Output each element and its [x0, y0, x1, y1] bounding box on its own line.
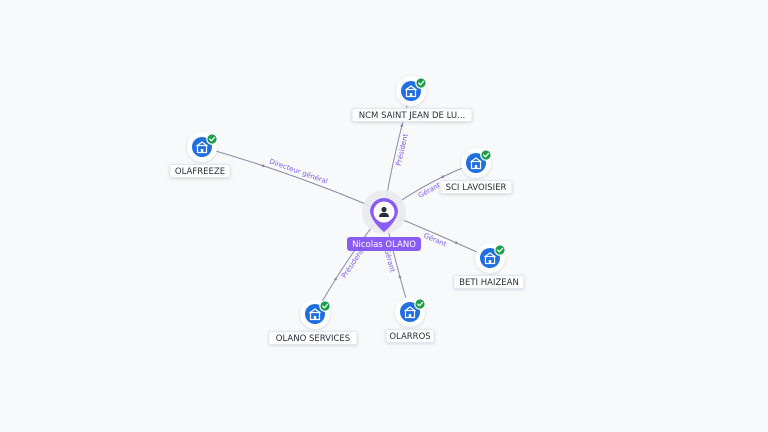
company-node-beti[interactable]: BETI HAIZEAN: [453, 243, 525, 289]
edge-marker: [454, 241, 458, 245]
edge-label: Directeur général: [268, 157, 329, 185]
edge-marker: [398, 275, 402, 279]
building-icon: [196, 141, 208, 154]
company-label-box: [169, 164, 231, 178]
edge-marker: [400, 124, 404, 128]
person-icon: [379, 206, 389, 217]
company-label-box: [351, 108, 473, 122]
company-name: BETI HAIZEAN: [459, 278, 519, 288]
edge-marker: [261, 164, 265, 168]
edge-line: [201, 146, 385, 213]
verified-check-icon: [319, 300, 331, 312]
verified-check-icon: [480, 149, 492, 161]
person-name: Nicolas OLANO: [352, 240, 416, 250]
verified-check-icon: [415, 77, 427, 89]
nodes-layer: NCM SAINT JEAN DE LU... OLAFREEZE SCI LAVO…: [169, 76, 525, 345]
company-label-box: [385, 329, 435, 343]
company-name: NCM SAINT JEAN DE LU...: [359, 111, 465, 121]
edge-label: Président: [395, 133, 410, 167]
company-label-box: [453, 275, 525, 289]
building-icon: [470, 157, 482, 170]
verified-check-icon: [494, 244, 506, 256]
person-node[interactable]: Nicolas OLANO: [347, 190, 421, 251]
verified-check-icon: [206, 133, 218, 145]
edge-marker: [441, 175, 445, 179]
company-node-olarros[interactable]: OLARROS: [385, 297, 435, 343]
edge-label: Gérant: [383, 248, 397, 274]
edge-olafreeze: Directeur général: [201, 146, 385, 213]
company-name: OLAFREEZE: [175, 167, 225, 177]
company-name: OLANO SERVICES: [276, 334, 350, 344]
company-label-box: [268, 331, 358, 345]
company-node-sci[interactable]: SCI LAVOISIER: [439, 148, 513, 194]
person-label-box: [347, 237, 421, 251]
company-node-olano[interactable]: OLANO SERVICES: [268, 299, 358, 345]
edge-marker: [334, 277, 337, 281]
building-icon: [404, 306, 416, 319]
building-icon: [309, 308, 321, 321]
building-icon: [405, 85, 417, 98]
company-node-ncm[interactable]: NCM SAINT JEAN DE LU...: [351, 76, 473, 122]
company-name: OLARROS: [389, 332, 430, 342]
edge-label: Gérant: [422, 232, 448, 249]
company-label-box: [439, 180, 513, 194]
company-node-olafreeze[interactable]: OLAFREEZE: [169, 132, 231, 178]
verified-check-icon: [414, 298, 426, 310]
building-icon: [484, 252, 496, 265]
company-name: SCI LAVOISIER: [446, 183, 507, 193]
